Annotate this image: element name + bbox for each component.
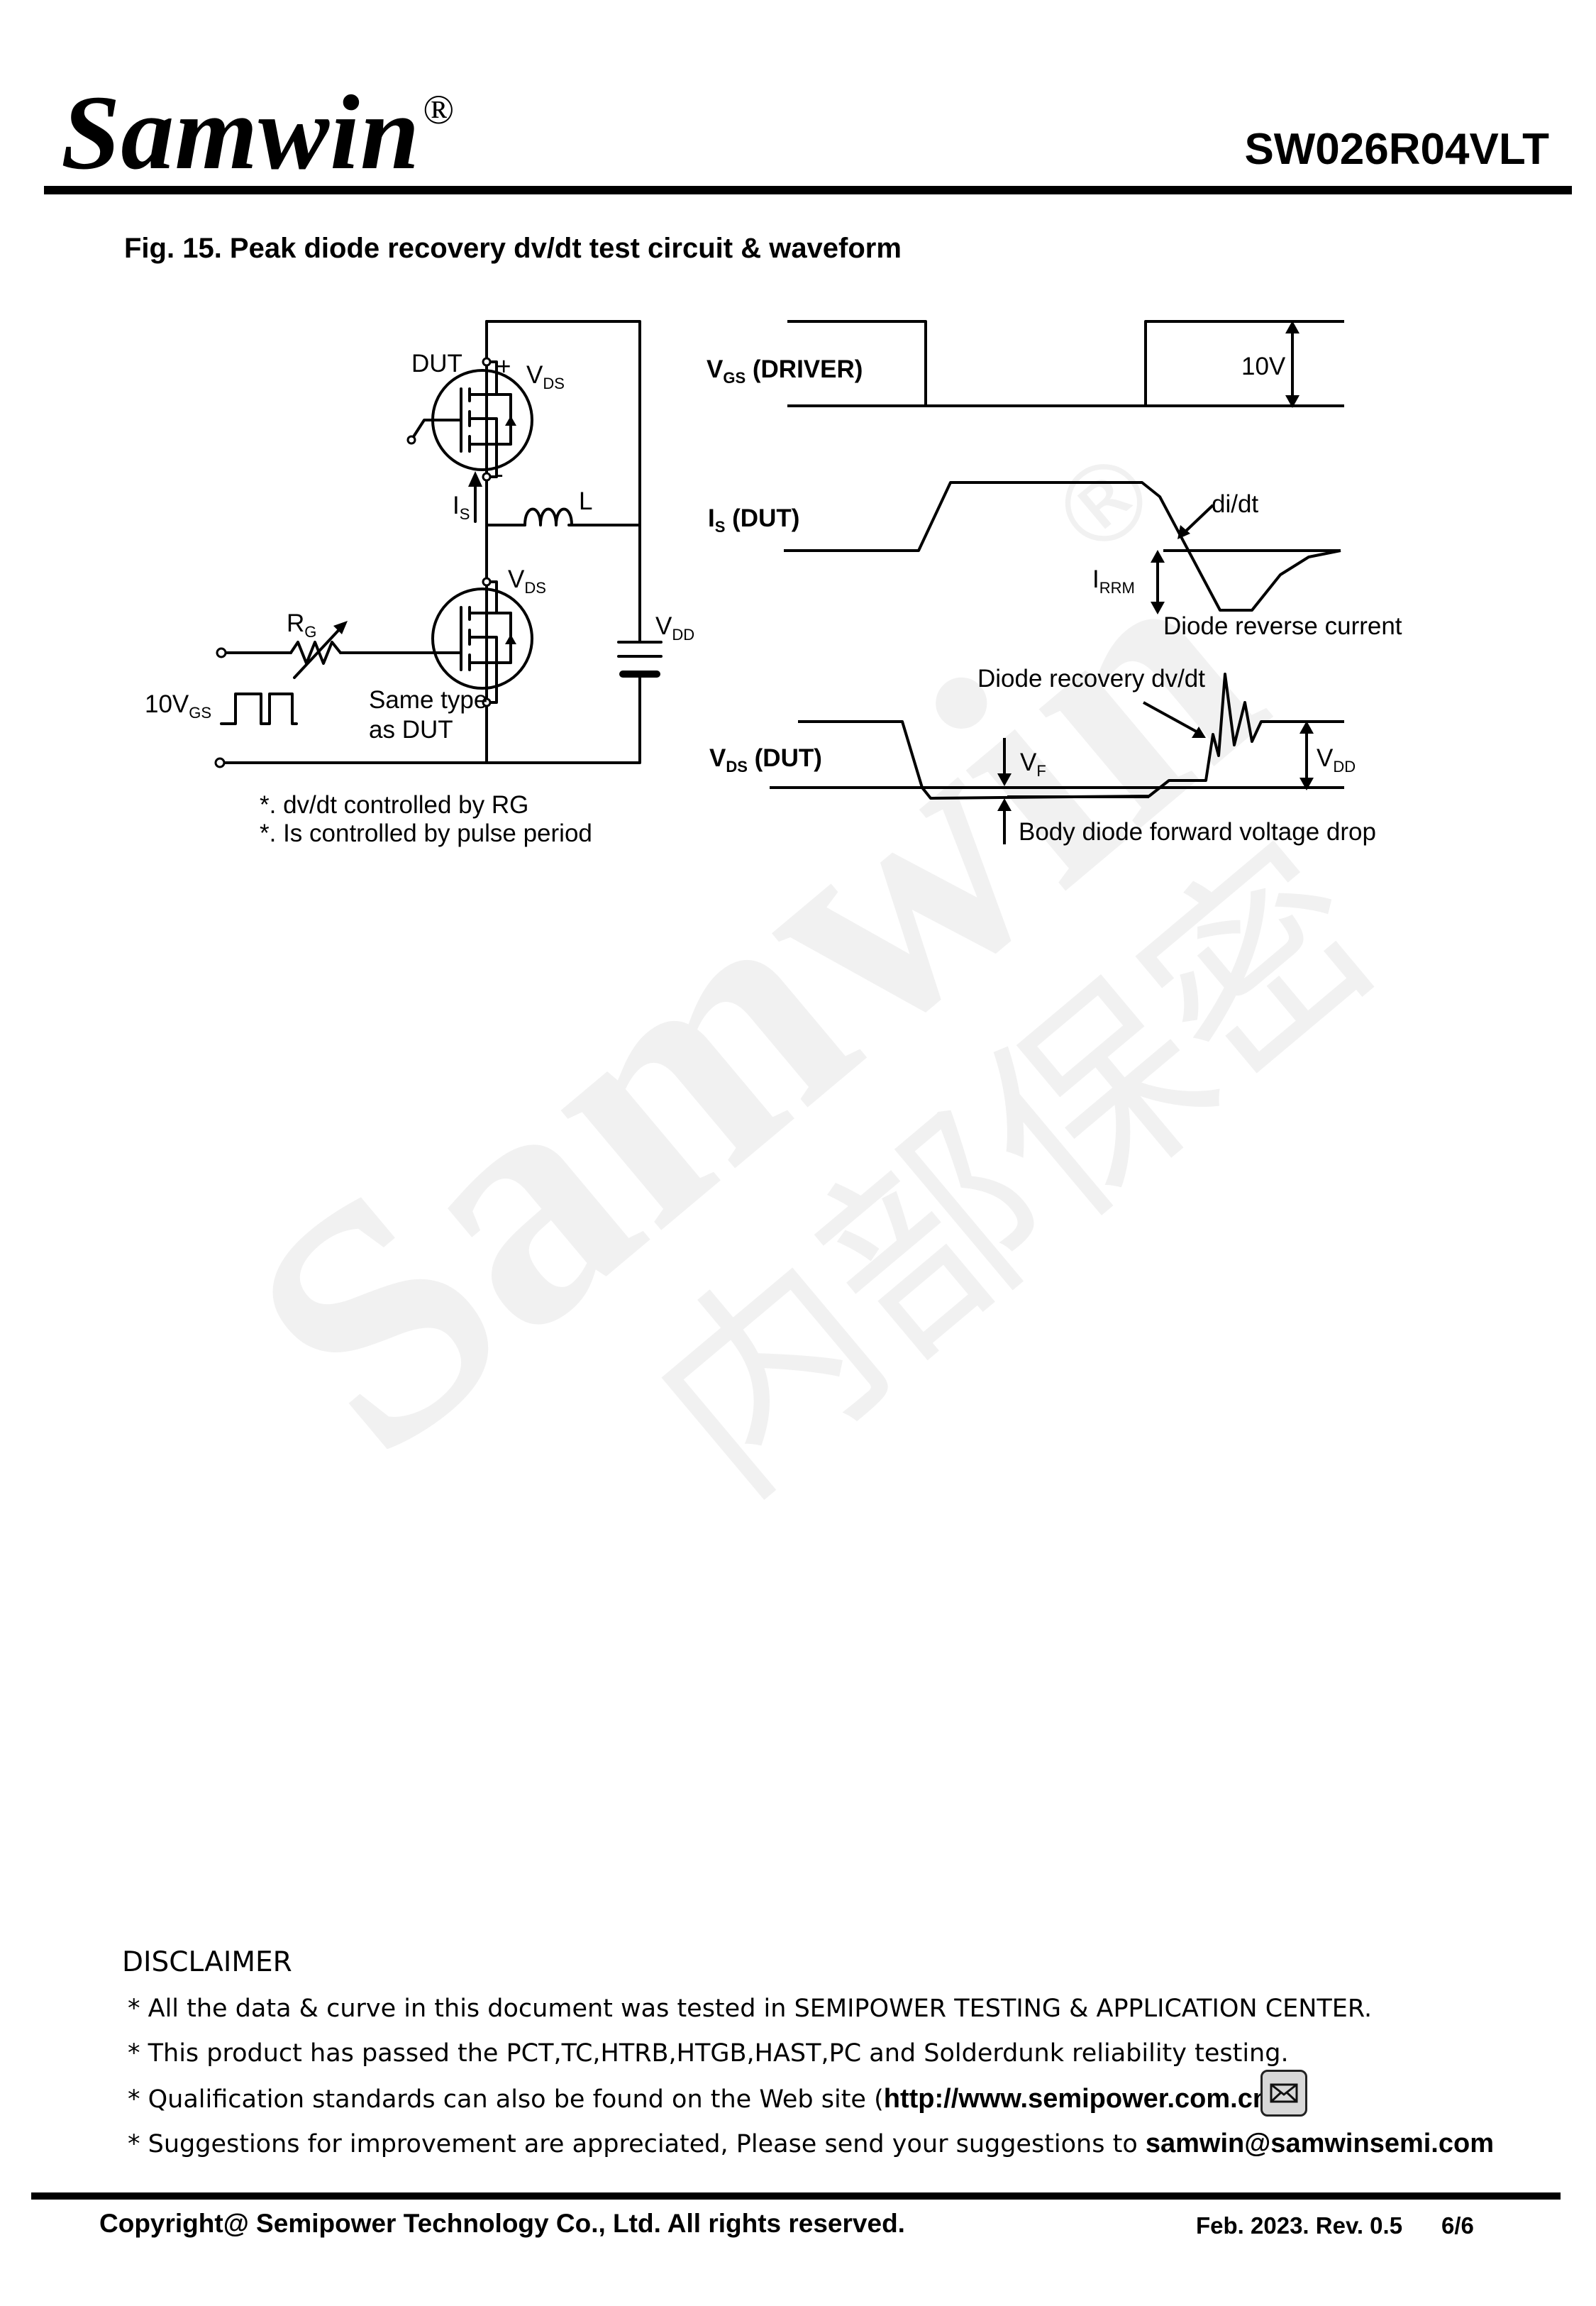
- envelope-icon: [1270, 2083, 1298, 2103]
- dut-label: DUT: [411, 350, 462, 377]
- svg-text:VDS: VDS: [526, 361, 565, 392]
- diode-reverse-current-label: Diode reverse current: [1163, 612, 1402, 640]
- inductor-label: L: [579, 487, 592, 515]
- svg-text:VGS (DRIVER): VGS (DRIVER): [706, 355, 863, 387]
- same-type-line2: as DUT: [369, 716, 453, 744]
- same-type-line1: Same type: [369, 686, 487, 714]
- lower-mosfet-circle: [431, 587, 533, 690]
- gate-resistor: [289, 641, 342, 665]
- footer-rule: [31, 2192, 1561, 2200]
- circuit-wire-right-lower: [218, 673, 641, 764]
- logo-registered-mark: ®: [423, 87, 455, 133]
- vds-waveform: [798, 673, 1344, 800]
- dut-minus-label: -: [495, 460, 504, 488]
- is-waveform: [784, 481, 1341, 612]
- is-arrow-head: [468, 471, 482, 487]
- ten-v-label: 10V: [1241, 353, 1286, 380]
- vgs-waveform: [787, 320, 1344, 407]
- svg-text:VDS: VDS: [508, 566, 546, 597]
- dut-plus-label: +: [497, 353, 511, 380]
- disclaimer-line-3: * Qualification standards can also be fo…: [128, 2084, 1279, 2114]
- company-logo: Samwin®: [61, 79, 455, 186]
- svg-text:IS: IS: [453, 492, 470, 523]
- circuit-wire-top: [485, 320, 641, 526]
- diode-recovery-pointer-line: [1143, 701, 1201, 735]
- svg-text:VDD: VDD: [1317, 744, 1356, 776]
- gate-resistor-variable-arrow: [293, 623, 345, 679]
- date-revision: Feb. 2023. Rev. 0.5: [1196, 2212, 1403, 2239]
- mail-icon[interactable]: [1260, 2070, 1307, 2117]
- didt-label: di/dt: [1212, 490, 1258, 518]
- disclaimer-line-4: * Suggestions for improvement are apprec…: [128, 2129, 1494, 2158]
- part-number: SW026R04VLT: [1244, 125, 1549, 174]
- circuit-note-2: *. Is controlled by pulse period: [260, 820, 592, 847]
- figure-title: Fig. 15. Peak diode recovery dv/dt test …: [124, 233, 902, 264]
- didt-pointer-line: [1182, 504, 1214, 535]
- suggestions-email-link[interactable]: samwin@samwinsemi.com: [1145, 2129, 1494, 2158]
- disclaimer-line-1: * All the data & curve in this document …: [128, 1995, 1373, 2023]
- test-circuit-and-waveform-diagram: DUT + - VDS IS L VDS RG VDD 10VGS Same t…: [145, 320, 1402, 847]
- disclaimer-heading: DISCLAIMER: [122, 1946, 292, 1978]
- header-rule: [44, 186, 1572, 194]
- svg-text:IS (DUT): IS (DUT): [708, 504, 799, 536]
- diode-recovery-label: Diode recovery dv/dt: [977, 665, 1205, 693]
- svg-text:VDD: VDD: [655, 612, 694, 644]
- svg-text:VDS (DUT): VDS (DUT): [709, 744, 822, 776]
- semipower-website-link[interactable]: http://www.semipower.com.cn: [883, 2084, 1270, 2114]
- copyright-text: Copyright@ Semipower Technology Co., Ltd…: [99, 2209, 905, 2238]
- gate-pulse-symbol: [220, 693, 298, 725]
- circuit-note-1: *. dv/dt controlled by RG: [260, 791, 528, 819]
- page-number: 6/6: [1441, 2212, 1474, 2239]
- svg-text:VF: VF: [1020, 749, 1046, 780]
- logo-text: Samwin: [61, 74, 421, 192]
- svg-text:10VGS: 10VGS: [145, 690, 211, 722]
- svg-text:IRRM: IRRM: [1092, 566, 1135, 597]
- inductor-coil: [523, 507, 573, 526]
- watermark-chinese: 内部保密: [610, 802, 1422, 1539]
- body-diode-label: Body diode forward voltage drop: [1019, 818, 1376, 846]
- svg-text:RG: RG: [287, 609, 316, 641]
- disclaimer-line-2: * This product has passed the PCT,TC,HTR…: [128, 2039, 1289, 2068]
